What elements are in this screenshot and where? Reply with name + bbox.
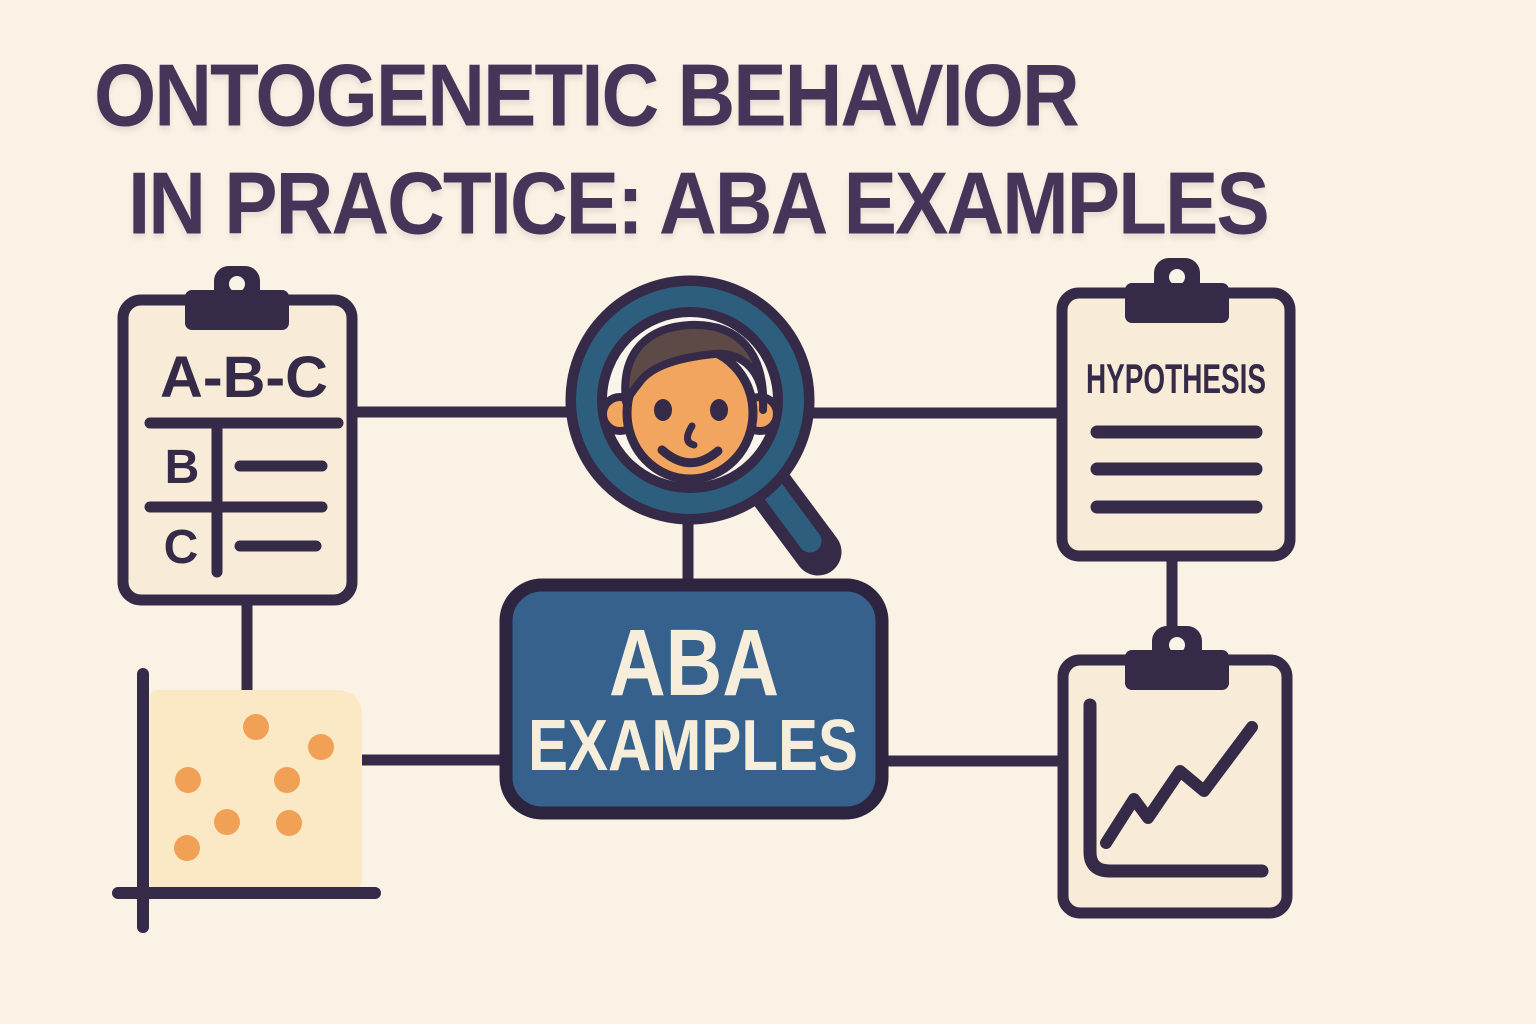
- scatter-dot: [308, 734, 334, 760]
- hypothesis-clipboard-clip: [1125, 283, 1229, 323]
- abc-row-c-label: C: [164, 521, 199, 574]
- hypothesis-clipboard: HYPOTHESIS: [1056, 258, 1296, 562]
- aba-box-shape: [499, 578, 889, 820]
- scatter-axes: [112, 668, 381, 933]
- magnifier-ring-teal: [576, 286, 804, 514]
- hypothesis-clipboard-body: [1056, 287, 1296, 562]
- hypothesis-heading-label: HYPOTHESIS: [1086, 355, 1266, 402]
- abc-row-b-label: B: [165, 441, 200, 494]
- abc-clipboard-clip: [185, 290, 289, 330]
- scatter-dot: [214, 809, 240, 835]
- aba-box-line2-label: EXAMPLES: [528, 706, 858, 786]
- scatter-dot: [274, 767, 300, 793]
- abc-heading-label: A-B-C: [160, 345, 328, 410]
- scatter-dots: [174, 714, 334, 861]
- child-face-icon: [599, 320, 781, 484]
- face-nose: [684, 422, 698, 449]
- trend-chart-zigzag-line: [1100, 721, 1258, 849]
- scatter-plot: [112, 668, 381, 933]
- face-eye-right: [710, 399, 728, 421]
- trend-chart-clipboard: [1057, 626, 1293, 919]
- title-line-2: IN PRACTICE: ABA EXAMPLES: [128, 154, 1270, 253]
- scatter-dot: [243, 714, 269, 740]
- scatter-dot: [175, 767, 201, 793]
- magnifier-ring-outer: [565, 275, 815, 525]
- face-eye-left: [654, 399, 672, 421]
- scatter-panel: [150, 690, 362, 888]
- magnifier-icon: [565, 275, 842, 576]
- trend-chart-axes: [1083, 698, 1269, 878]
- face-smile: [657, 445, 723, 468]
- magnifier-ring-inner: [597, 307, 783, 493]
- face-hair: [621, 320, 768, 414]
- trend-clipboard-knob-hole: [1169, 637, 1185, 653]
- hypothesis-clipboard-knob-hole: [1169, 269, 1185, 285]
- aba-box-line1-label: ABA: [609, 610, 779, 716]
- abc-table-grid: [144, 417, 344, 578]
- scatter-dot: [174, 835, 200, 861]
- trend-line-chart-icon: [1083, 698, 1269, 878]
- aba-examples-box: ABA EXAMPLES: [499, 578, 889, 820]
- page-title: ONTOGENETIC BEHAVIOR IN PRACTICE: ABA EX…: [94, 42, 1270, 258]
- title-line-1: ONTOGENETIC BEHAVIOR: [94, 46, 1080, 145]
- trend-clipboard-clip: [1125, 650, 1229, 690]
- scatter-dot: [276, 810, 302, 836]
- abc-clipboard: A-B-C B C: [117, 266, 358, 606]
- hypothesis-text-lines: [1090, 425, 1263, 514]
- connector-lines: [241, 406, 1178, 767]
- abc-clipboard-knob-hole: [229, 276, 245, 292]
